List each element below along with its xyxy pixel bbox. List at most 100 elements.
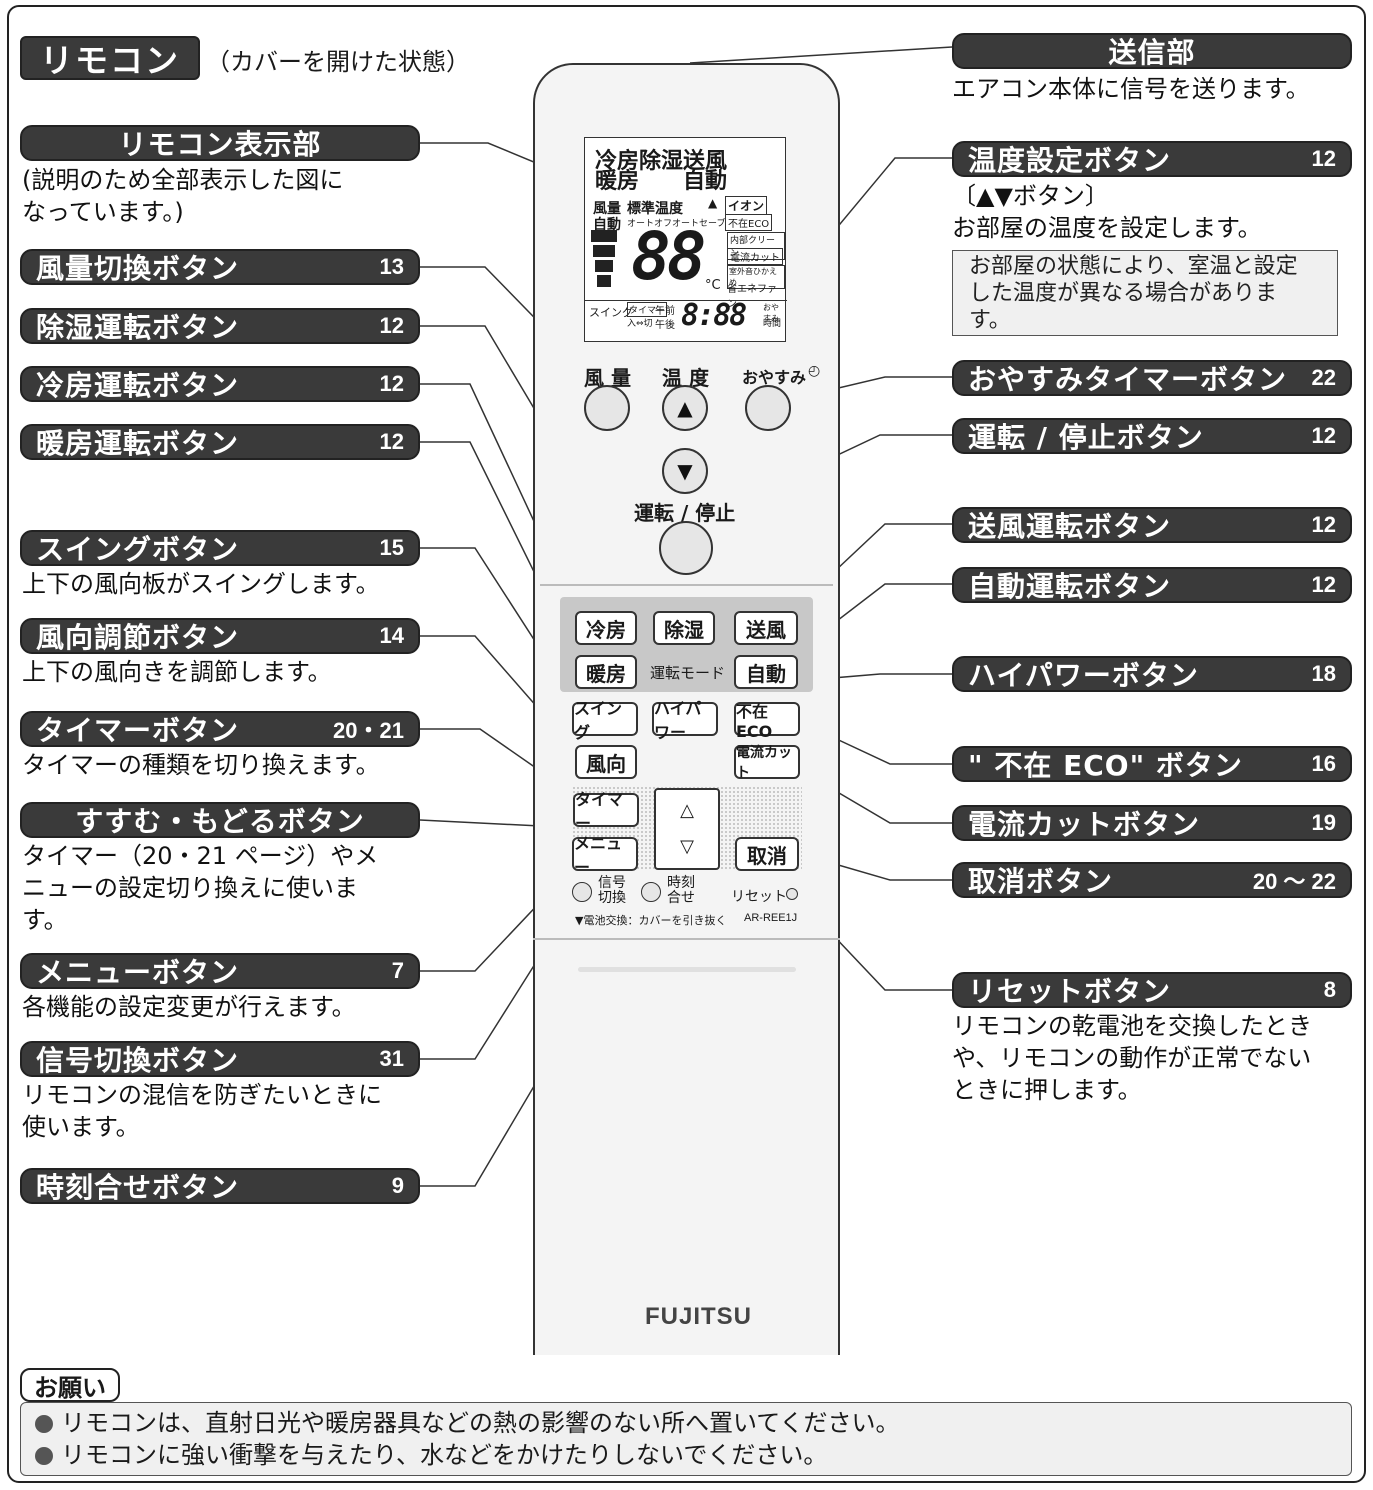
lcd-sleep: おやすみ [763, 303, 779, 323]
temp-down-button[interactable]: ▼ [662, 448, 708, 494]
desc-forward-back: タイマー（20・21 ページ）やメニューの設定切り換えに使います。 [22, 842, 379, 934]
forward-back-button[interactable]: △ ▽ [654, 788, 720, 870]
bullet-icon [35, 1415, 53, 1433]
page-subtitle: （カバーを開けた状態） [206, 48, 470, 76]
lcd-swing: スイング [589, 306, 633, 319]
lcd-clock: 8:88 [681, 298, 747, 333]
lcd-unit: °C [705, 278, 721, 293]
temp-note: お部屋の状態により、室温と設定した温度が異なる場合があります。 [952, 250, 1338, 336]
desc-swing: 上下の風向板がスイングします。 [22, 570, 380, 598]
eco-button[interactable]: 不在ECO [734, 702, 800, 741]
down-triangle-icon: ▽ [680, 836, 694, 857]
cover-line [540, 584, 833, 586]
page-frame [7, 5, 1366, 1483]
cover-slot [578, 967, 796, 972]
up-triangle-icon: △ [680, 800, 694, 821]
lcd-auto-off: オートオフオートセーブ [627, 219, 726, 229]
lcd-fan-eco: 省エネファン [727, 284, 777, 310]
timer-button[interactable]: タイマー [573, 790, 639, 833]
desc-transmitter: エアコン本体に信号を送ります。 [952, 75, 1310, 103]
clock-label: 時刻 合せ [667, 875, 695, 906]
desc-timer: タイマーの種類を切り換えます。 [22, 751, 380, 779]
lcd-fan-bars [591, 230, 617, 287]
auto-button[interactable]: 自動 [734, 655, 798, 689]
lcd-digits: 88 [631, 218, 707, 295]
label-remote-display: リモコン表示部 [20, 125, 420, 161]
signal-button[interactable] [572, 882, 592, 902]
reset-label: リセット [731, 889, 787, 905]
lcd-hours: 時間 [763, 319, 782, 329]
lcd-eco: 不在ECO [725, 214, 773, 231]
direction-button[interactable]: 風向 [575, 745, 637, 779]
lcd-ion: イオン [725, 196, 768, 215]
lcd-mode-row2: 暖房 自動 [595, 169, 728, 194]
lcd-current: 電流カット [727, 248, 783, 265]
lcd-fan: 風量 [593, 201, 621, 217]
menu-button[interactable]: メニュー [572, 834, 638, 877]
cool-button[interactable]: 冷房 [575, 611, 637, 645]
down-arrow-icon: ▼ [677, 459, 693, 483]
desc-menu: 各機能の設定変更が行えます。 [22, 993, 356, 1021]
cancel-button[interactable]: 取消 [735, 837, 799, 871]
desc-reset: リモコンの乾電池を交換したときや、リモコンの動作が正常でないときに押します。 [952, 1012, 1312, 1104]
lcd-divider [585, 300, 787, 301]
hipower-button[interactable]: ハイパワー [652, 699, 718, 742]
lcd-am: 午前 [655, 306, 675, 317]
signal-label: 信号 切換 [598, 875, 626, 906]
page-title: リモコン [20, 36, 200, 80]
mode-label: 運転モード [650, 664, 726, 682]
clock-button[interactable] [641, 882, 661, 902]
desc-direction: 上下の風向きを調節します。 [22, 658, 332, 686]
lcd-up-mark: ▲ [708, 196, 718, 210]
sleep-timer-button[interactable] [745, 385, 791, 431]
blow-button[interactable]: 送風 [734, 611, 798, 645]
lcd-std-temp: 標準温度 [627, 201, 683, 217]
lcd-pm: 午後 [655, 320, 675, 331]
lcd-outdoor: 室外音ひかえめ [727, 265, 785, 289]
swing-button[interactable]: スイング [572, 699, 638, 742]
battery-cover-line [533, 938, 840, 940]
remote-lcd: 冷房除湿送風 暖房 自動 風量 自動 標準温度 オートオフオートセーブ ▲ イオ… [584, 137, 787, 342]
lcd-auto: 自動 [593, 217, 621, 233]
request-item: リモコンに強い衝撃を与えたり、水などをかけたりしないでください。 [35, 1439, 1337, 1471]
bullet-icon [35, 1447, 53, 1465]
request-label: お願い [20, 1368, 120, 1402]
request-item: リモコンは、直射日光や暖房器具などの熱の影響のない所へ置いてください。 [35, 1407, 1337, 1439]
lcd-clean: 内部クリーン [727, 232, 785, 260]
temp-up-button[interactable]: ▲ [662, 385, 708, 431]
desc-remote-display: (説明のため全部表示した図になっています。) [22, 166, 344, 226]
battery-note: ▼電池交換：カバーを引き抜く [575, 914, 727, 927]
desc-signal: リモコンの混信を防ぎたいときに使います。 [22, 1081, 382, 1141]
run-stop-button[interactable] [659, 521, 713, 575]
fujitsu-logo: FUJITSU [645, 1303, 753, 1330]
fan-button[interactable] [584, 385, 630, 431]
heat-button[interactable]: 暖房 [575, 655, 637, 689]
lcd-timer: タイマー [627, 302, 668, 317]
label-forward-back-button: すすむ・もどるボタン [20, 802, 420, 838]
up-arrow-icon: ▲ [677, 396, 693, 420]
reset-button[interactable] [786, 888, 798, 900]
clock-small-icon: ◴ [808, 363, 821, 379]
model-number: AR-REE1J [744, 912, 798, 924]
current-cut-button[interactable]: 電流カット [734, 745, 800, 781]
dry-button[interactable]: 除湿 [653, 611, 715, 645]
sleep-label: おやすみ [742, 368, 807, 387]
